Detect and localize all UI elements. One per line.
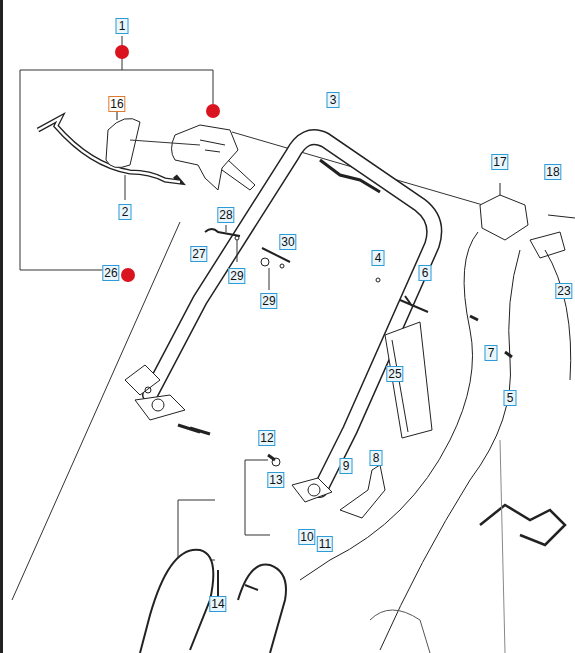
callout-number: 13: [267, 472, 284, 488]
callout-number: 30: [279, 234, 296, 250]
callout-number: 4: [372, 250, 385, 266]
callout-number: 1: [116, 18, 129, 34]
callout-number: 3: [327, 92, 340, 108]
callout-number: 14: [209, 596, 226, 612]
callout-number: 27: [190, 246, 207, 262]
left-edge-bar: [0, 0, 3, 653]
callout-number: 5: [504, 390, 517, 406]
callout-number: 29: [228, 268, 245, 284]
callout-number: 28: [217, 207, 234, 223]
callout-number: 23: [555, 283, 572, 299]
callout-number: 17: [491, 154, 508, 170]
callout-number: 29: [260, 293, 277, 309]
callout-number: 16: [108, 96, 125, 112]
callout-number: 9: [340, 458, 353, 474]
callout-number: 2: [119, 204, 132, 220]
callout-number: 11: [317, 536, 333, 552]
callout-number: 25: [386, 366, 403, 382]
callout-number: 6: [419, 265, 432, 281]
callout-number: 7: [485, 345, 498, 361]
callout-number: 18: [544, 164, 561, 180]
callout-number: 10: [298, 529, 315, 545]
callout-number: 12: [258, 430, 275, 446]
callout-number: 8: [370, 450, 383, 466]
callout-number: 26: [102, 265, 119, 281]
